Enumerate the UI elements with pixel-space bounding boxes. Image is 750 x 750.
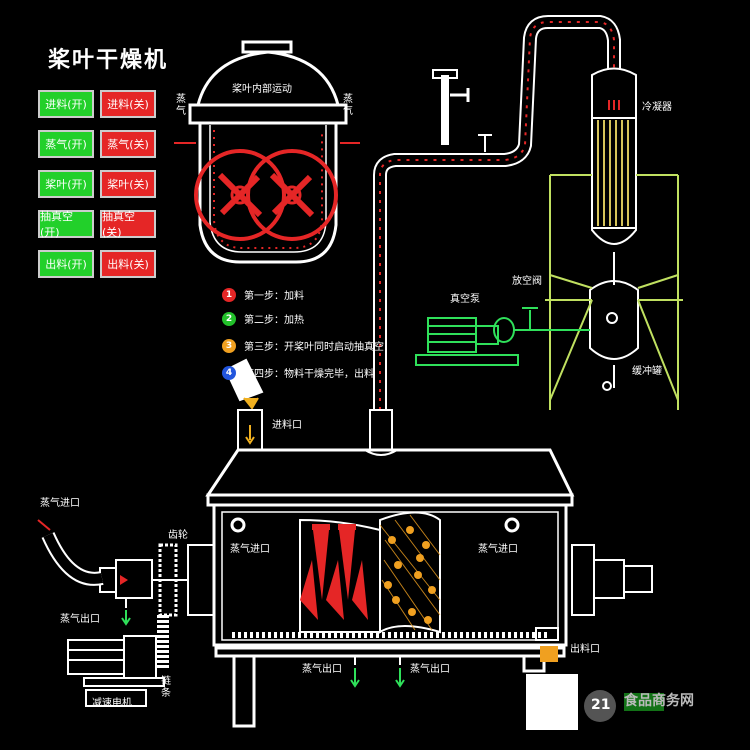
vacuum-pump bbox=[415, 307, 590, 366]
vent-valve-label: 放空阀 bbox=[512, 276, 542, 287]
vacuum-pipe bbox=[373, 15, 621, 410]
discharge-bin bbox=[526, 674, 578, 730]
step-4-text: 第四步：物料干燥完毕，出料 bbox=[244, 369, 374, 380]
feed-on-button[interactable]: 进料(开) bbox=[38, 90, 94, 118]
condenser bbox=[591, 67, 637, 285]
steam-inlet-right-label: 蒸气进口 bbox=[478, 544, 518, 555]
watermark-number: 21 bbox=[591, 697, 611, 713]
step-1-badge: 1 bbox=[222, 287, 236, 302]
left-drive bbox=[41, 532, 215, 707]
steam-label-right: 蒸气 bbox=[343, 94, 353, 117]
step-4-badge: 4 bbox=[222, 365, 236, 380]
condenser-label: 冷凝器 bbox=[642, 102, 672, 113]
feed-off-button[interactable]: 进料(关) bbox=[100, 90, 156, 118]
step-1-text: 第一步：加料 bbox=[244, 291, 304, 302]
buffer-tank-label: 缓冲罐 bbox=[632, 366, 662, 377]
steam-outlet-mid2-label: 蒸气出口 bbox=[410, 664, 450, 675]
step-1: 1 第一步：加料 bbox=[222, 287, 304, 302]
watermark-logo bbox=[584, 690, 664, 722]
page-title: 桨叶干燥机 bbox=[48, 48, 169, 73]
cross-section-title: 桨叶内部运动 bbox=[232, 84, 292, 95]
steam-inlet-left-label: 蒸气进口 bbox=[230, 544, 270, 555]
support-frame bbox=[545, 174, 683, 410]
discharge-label: 出料口 bbox=[570, 644, 600, 655]
step-3-badge: 3 bbox=[222, 338, 236, 353]
paddle-on-button[interactable]: 桨叶(开) bbox=[38, 170, 94, 198]
paddle-off-button[interactable]: 桨叶(关) bbox=[100, 170, 156, 198]
steam-outlet-mid1-label: 蒸气出口 bbox=[302, 664, 342, 675]
step-2: 2 第二步：加热 bbox=[222, 311, 304, 326]
vacuum-pump-label: 真空泵 bbox=[450, 294, 480, 305]
buffer-tank bbox=[589, 280, 639, 391]
discharge-on-button[interactable]: 出料(开) bbox=[38, 250, 94, 278]
discharge-off-button[interactable]: 出料(关) bbox=[100, 250, 156, 278]
step-2-text: 第二步：加热 bbox=[244, 315, 304, 326]
steam-off-button[interactable]: 蒸气(关) bbox=[100, 130, 156, 158]
step-4: 4 第四步：物料干燥完毕，出料 bbox=[222, 365, 374, 380]
chain-label: 链条 bbox=[161, 676, 171, 699]
paddles bbox=[300, 524, 368, 620]
step-3: 3 第三步：开桨叶同时启动抽真空 bbox=[222, 338, 384, 353]
paddle-cross-section bbox=[174, 40, 360, 264]
watermark-text: 食品商务网 bbox=[624, 693, 694, 709]
steam-outlet-left-label: 蒸气出口 bbox=[60, 614, 100, 625]
gear-label: 齿轮 bbox=[168, 530, 188, 541]
right-drive bbox=[571, 544, 653, 616]
steam-inlet-outer-label: 蒸气进口 bbox=[40, 498, 80, 509]
steam-label-left: 蒸气 bbox=[176, 94, 186, 117]
feed-inlet-label: 进料口 bbox=[272, 420, 302, 431]
step-3-text: 第三步：开桨叶同时启动抽真空 bbox=[244, 342, 384, 353]
steam-on-button[interactable]: 蒸气(开) bbox=[38, 130, 94, 158]
motor-label: 减速电机 bbox=[92, 698, 132, 709]
vacuum-on-button[interactable]: 抽真空(开) bbox=[38, 210, 94, 239]
vacuum-off-button[interactable]: 抽真空(关) bbox=[100, 210, 156, 239]
step-2-badge: 2 bbox=[222, 311, 236, 326]
